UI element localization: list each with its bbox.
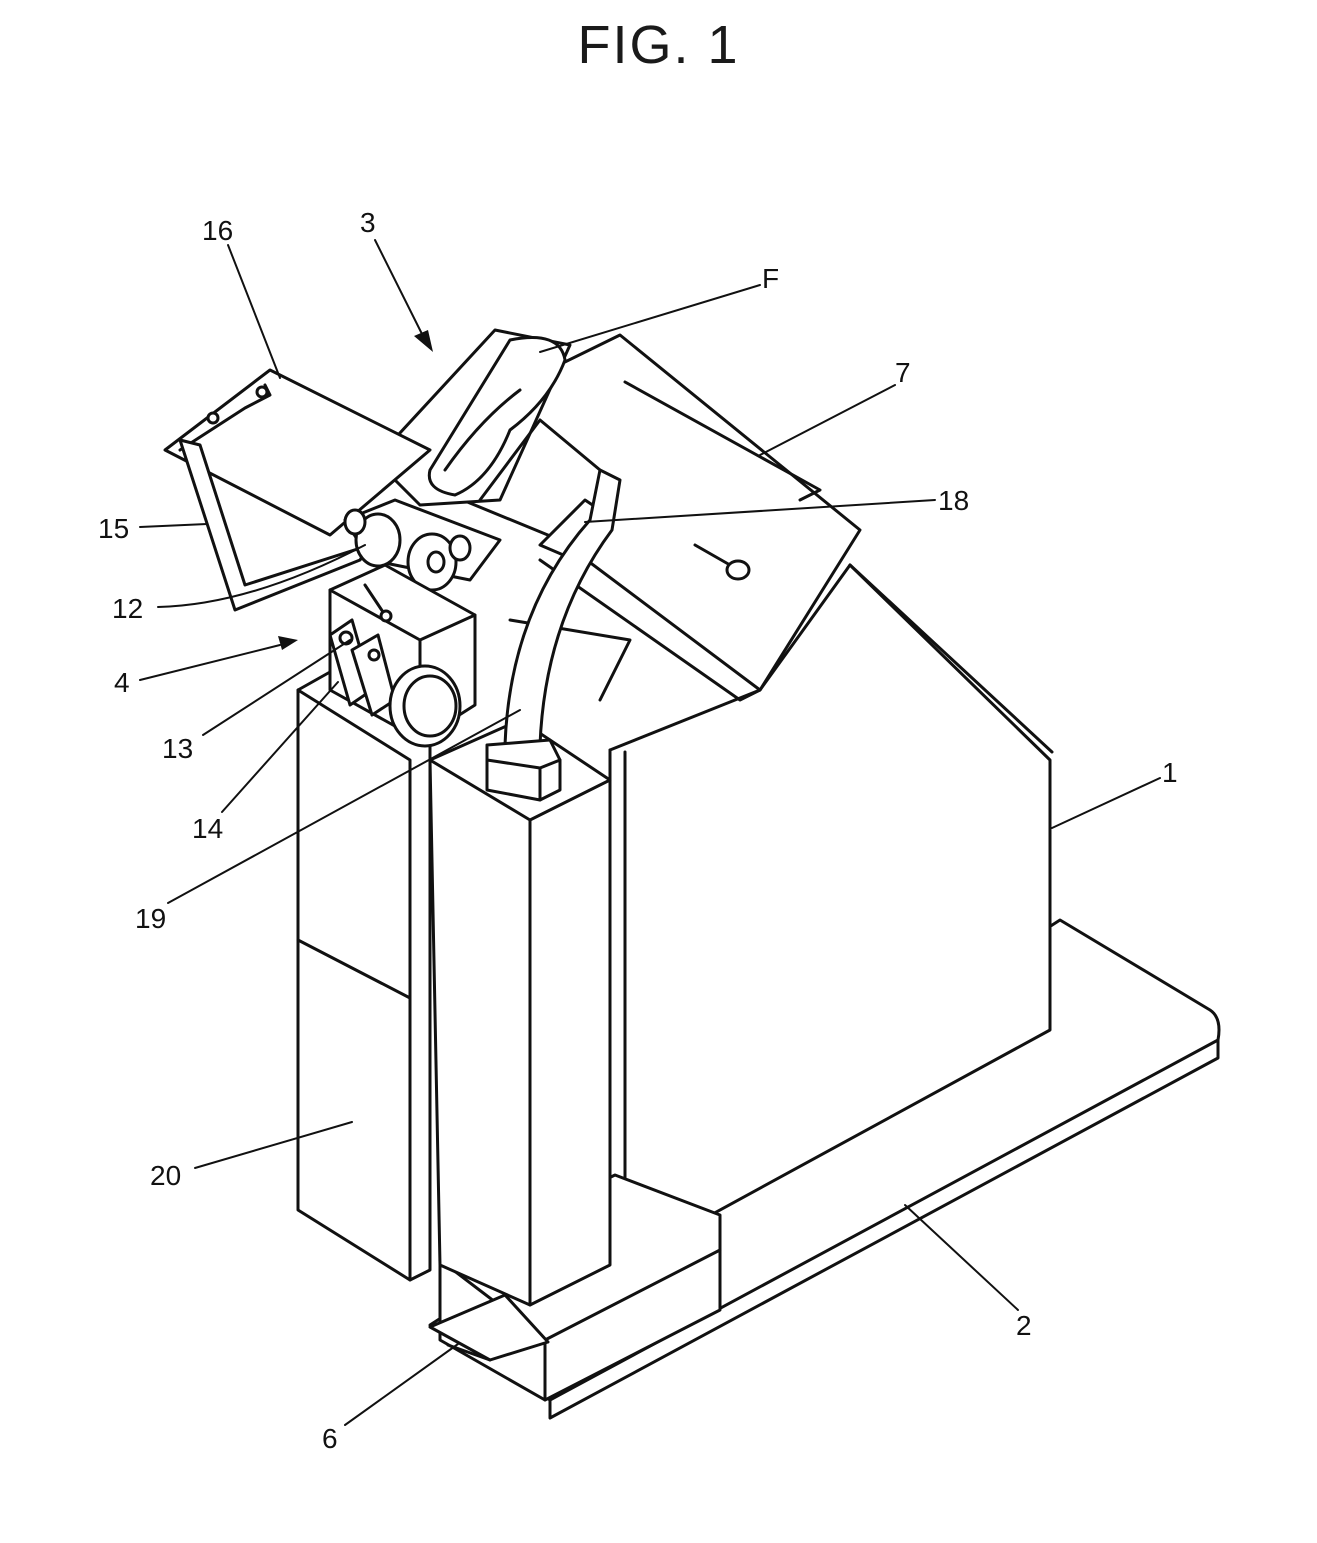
leader-16 bbox=[228, 245, 280, 378]
label-15: 15 bbox=[98, 513, 129, 544]
label-3: 3 bbox=[360, 207, 376, 238]
label-20: 20 bbox=[150, 1160, 181, 1191]
label-1: 1 bbox=[1162, 757, 1178, 788]
leader-2 bbox=[905, 1205, 1018, 1310]
left-column bbox=[298, 672, 430, 1280]
leader-6 bbox=[345, 1344, 458, 1425]
label-2: 2 bbox=[1016, 1310, 1032, 1341]
arrow-3 bbox=[414, 330, 433, 352]
label-4: 4 bbox=[114, 667, 130, 698]
figure-title: FIG. 1 bbox=[0, 14, 1317, 76]
label-16: 16 bbox=[202, 215, 233, 246]
label-14: 14 bbox=[192, 813, 223, 844]
leader-4 bbox=[140, 645, 280, 680]
leader-1 bbox=[1052, 778, 1160, 828]
right-column bbox=[430, 720, 610, 1305]
label-6: 6 bbox=[322, 1423, 338, 1454]
label-12: 12 bbox=[112, 593, 143, 624]
label-19: 19 bbox=[135, 903, 166, 934]
label-7: 7 bbox=[895, 357, 911, 388]
leader-7 bbox=[760, 385, 895, 455]
leader-F bbox=[540, 285, 760, 352]
label-13: 13 bbox=[162, 733, 193, 764]
label-18: 18 bbox=[938, 485, 969, 516]
leader-15 bbox=[140, 524, 207, 527]
arrow-4 bbox=[278, 636, 298, 650]
leader-3 bbox=[375, 240, 425, 340]
label-F: F bbox=[762, 263, 779, 294]
